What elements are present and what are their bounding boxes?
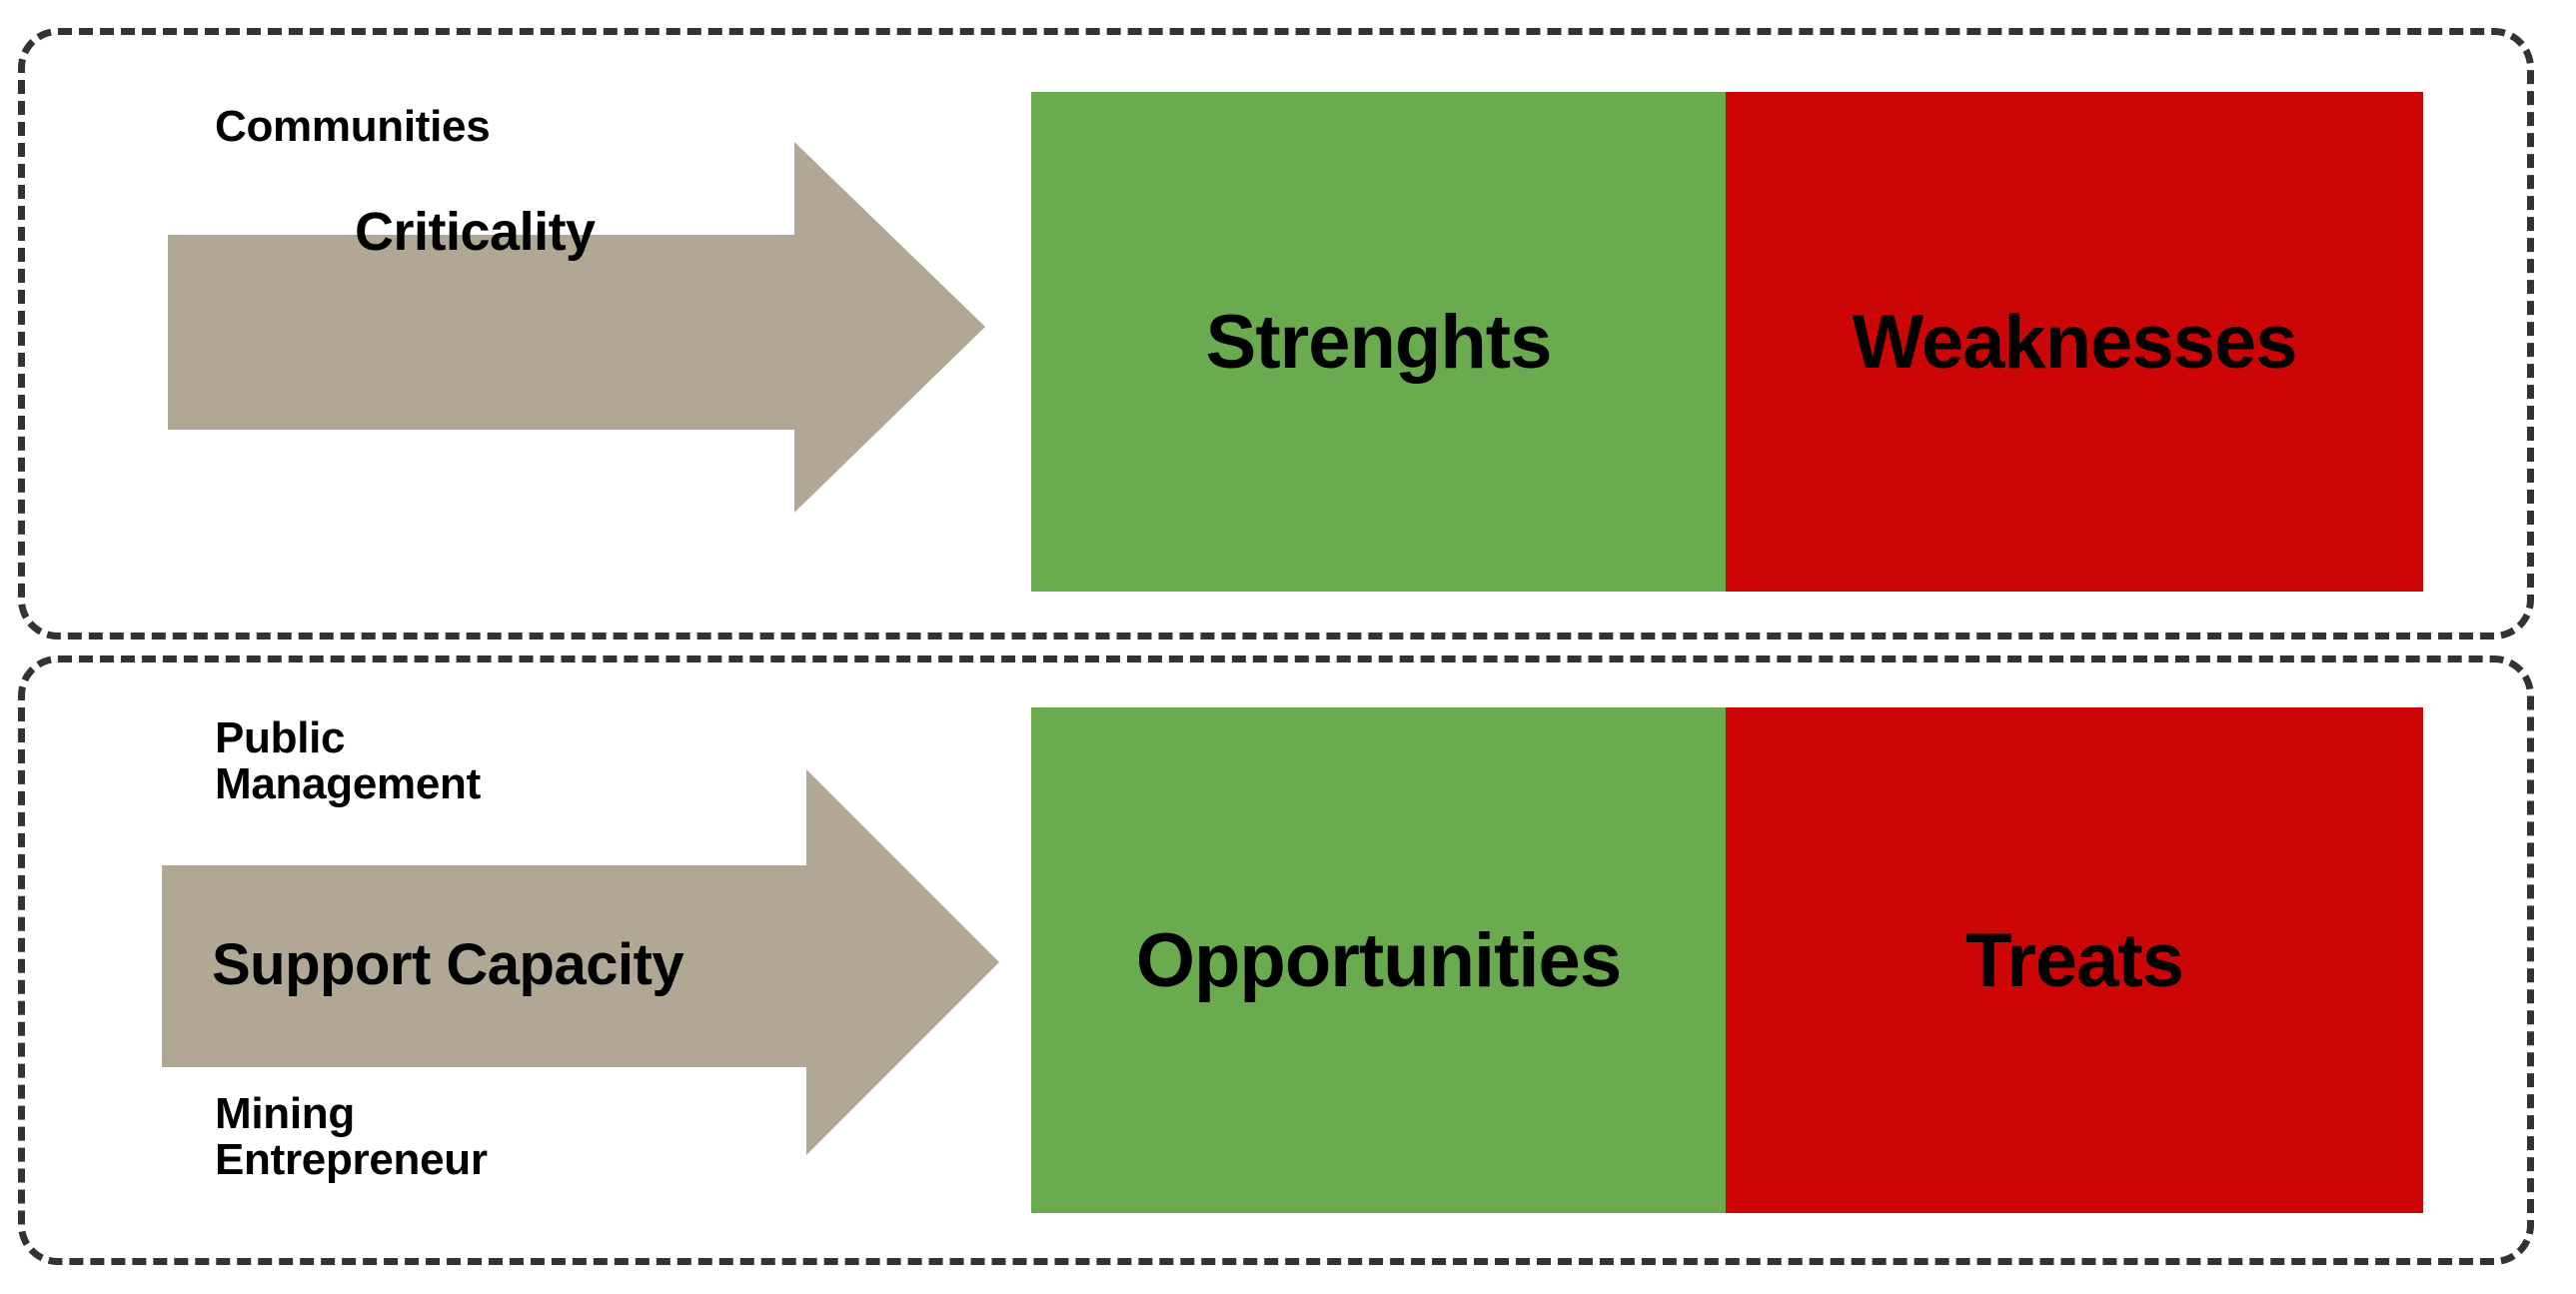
arrow-label-criticality: Criticality xyxy=(355,202,596,262)
cell-weaknesses: Weaknesses xyxy=(1726,92,2423,592)
cell-treats: Treats xyxy=(1726,707,2423,1213)
label-mining-entrepreneur: Mining Entrepreneur xyxy=(215,1089,488,1185)
cell-strengths: Strenghts xyxy=(1031,92,1726,592)
criticality-arrow xyxy=(168,140,987,515)
label-communities: Communities xyxy=(215,102,491,151)
arrow-label-support-capacity: Support Capacity xyxy=(212,932,684,997)
label-public-management: Public Management xyxy=(215,713,481,809)
support-capacity-arrow xyxy=(162,767,1001,1157)
panel-support-capacity xyxy=(18,655,2534,1265)
cell-opportunities: Opportunities xyxy=(1031,707,1726,1213)
panel-criticality xyxy=(18,28,2534,640)
